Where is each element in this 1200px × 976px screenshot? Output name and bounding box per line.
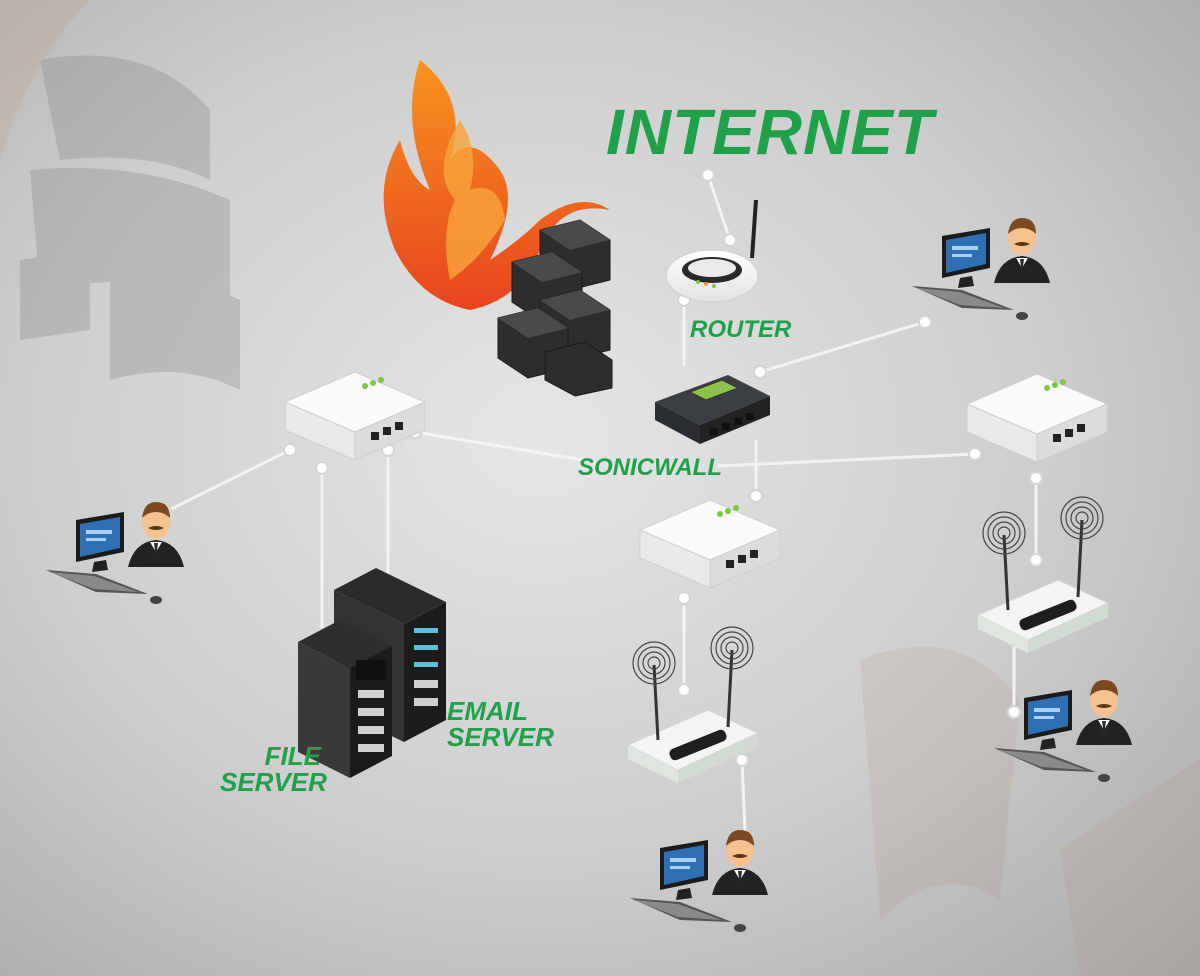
file-server-label-line2: SERVER xyxy=(220,767,327,797)
user-workstation-icon xyxy=(912,218,1050,320)
file-server-label: FILE SERVER xyxy=(220,743,327,795)
network-switch-icon xyxy=(284,371,426,461)
network-switch-icon xyxy=(639,499,781,589)
network-switch-icon xyxy=(966,373,1108,463)
sonicwall-label: SONICWALL xyxy=(578,454,722,481)
firewall-icon xyxy=(383,60,613,397)
sonicwall-icon xyxy=(655,375,770,444)
internet-label: INTERNET xyxy=(606,96,934,168)
server-icon xyxy=(298,620,392,778)
email-server-label-line2: SERVER xyxy=(447,722,554,752)
user-workstation-icon xyxy=(46,502,184,604)
email-server-label-line1: EMAIL xyxy=(447,696,528,726)
wireless-access-point-icon xyxy=(976,495,1110,655)
user-workstation-icon xyxy=(630,830,768,932)
router-icon xyxy=(665,199,759,303)
router-label: ROUTER xyxy=(690,316,792,343)
email-server-label: EMAIL SERVER xyxy=(447,698,554,750)
file-server-label-line1: FILE xyxy=(264,741,321,771)
